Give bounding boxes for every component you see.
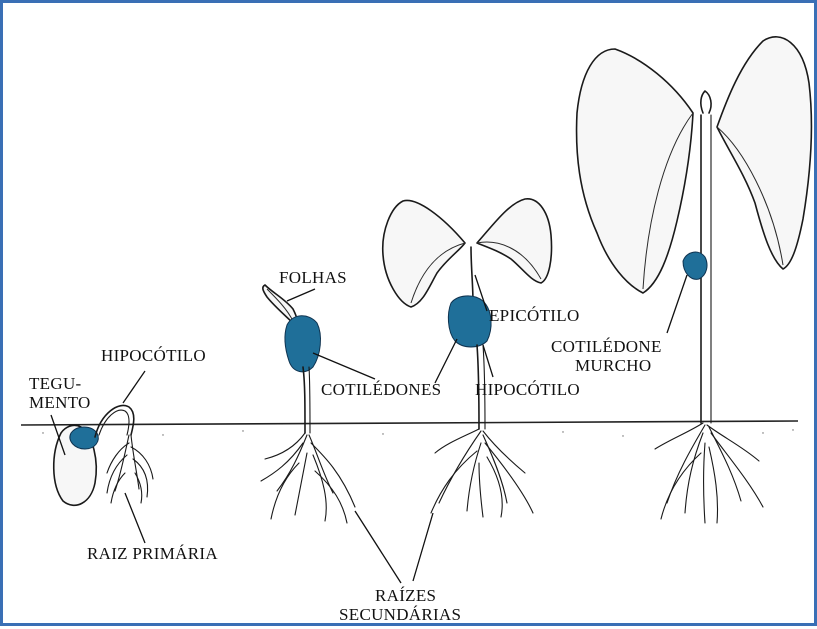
hypocotyl-hook-inner xyxy=(99,410,129,435)
primary-root xyxy=(107,435,153,503)
soil-line xyxy=(21,421,798,425)
stage-4-plant xyxy=(577,37,812,523)
leader-cotiledones-b xyxy=(435,339,457,383)
stage-4-left-leaf xyxy=(577,49,693,293)
stage-1-seedling xyxy=(54,405,153,505)
stage-2-cotyledons xyxy=(285,316,321,372)
label-cotiledone-murcho-line1: COTILÉDONE xyxy=(551,337,662,356)
leader-raizes-b xyxy=(413,513,433,581)
stage-2-seedling xyxy=(261,285,355,523)
label-tegumento-line2: MENTO xyxy=(29,393,91,412)
label-raizes-secundarias-line2: SECUNDÁRIAS xyxy=(339,605,461,624)
leader-raiz-primaria xyxy=(125,493,145,543)
label-tegumento-line1: TEGU- xyxy=(29,374,82,393)
stage-4-right-leaf xyxy=(717,37,811,269)
label-folhas: FOLHAS xyxy=(279,268,347,287)
stage-4-roots xyxy=(655,423,763,523)
label-raizes-secundarias-line1: RAÍZES xyxy=(375,586,436,605)
stage-3-seedling xyxy=(383,199,552,517)
leader-hipocotilo-1 xyxy=(123,371,145,403)
leader-raizes-a xyxy=(355,511,401,583)
cotyledon-seed xyxy=(70,427,98,449)
label-cotiledone-murcho-line2: MURCHO xyxy=(575,356,651,375)
stage-3-roots xyxy=(431,429,533,517)
germination-diagram: TEGU- MENTO HIPOCÓTILO RAIZ PRIMÁRIA FOL… xyxy=(3,3,817,629)
leader-cotiledones-a xyxy=(313,353,375,379)
label-cotiledones: COTILÉDONES xyxy=(321,380,441,399)
stage-2-roots xyxy=(261,433,355,523)
stage-3-right-leaf xyxy=(477,199,552,283)
leader-lines xyxy=(51,275,687,583)
leader-folhas xyxy=(287,289,315,301)
label-hipocotilo-2: HIPOCÓTILO xyxy=(475,380,580,399)
leader-cotiledone-murcho xyxy=(667,275,687,333)
label-hipocotilo-1: HIPOCÓTILO xyxy=(101,346,206,365)
label-epicotilo: EPICÓTILO xyxy=(489,306,580,325)
stage-4-bud xyxy=(701,91,711,113)
stage-3-left-leaf xyxy=(383,200,465,307)
label-raiz-primaria: RAIZ PRIMÁRIA xyxy=(87,544,218,563)
stage-3-epicotyl xyxy=(471,247,473,303)
